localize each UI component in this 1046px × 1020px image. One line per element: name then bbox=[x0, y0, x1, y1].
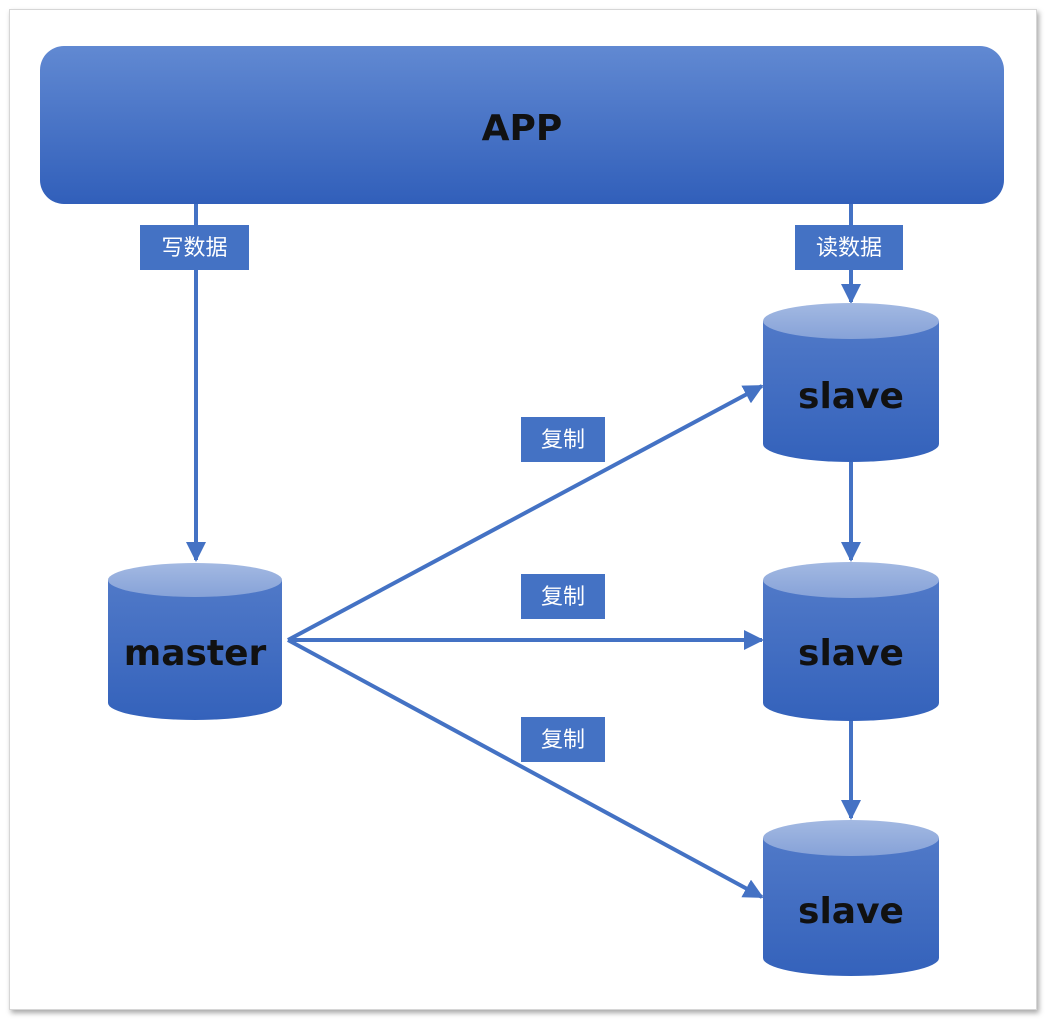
master-label: master bbox=[124, 633, 267, 674]
slave-label-1: slave bbox=[798, 376, 904, 417]
replicate-arrow-3 bbox=[287, 638, 764, 899]
replicate-tag-label-3: 复制 bbox=[541, 728, 585, 753]
master-node: master bbox=[108, 563, 282, 720]
replicate-tag-1: 复制 bbox=[521, 417, 605, 462]
write-tag: 写数据 bbox=[140, 225, 249, 270]
slave-label-3: slave bbox=[798, 891, 904, 932]
write-tag-label: 写数据 bbox=[161, 236, 227, 261]
read-tag: 读数据 bbox=[795, 225, 903, 270]
read-tag-label: 读数据 bbox=[816, 236, 882, 261]
replicate-tag-3: 复制 bbox=[521, 717, 605, 762]
replicate-arrow-1 bbox=[287, 384, 764, 642]
replicate-tag-label-2: 复制 bbox=[541, 585, 585, 610]
slave-label-2: slave bbox=[798, 633, 904, 674]
replicate-tag-label-1: 复制 bbox=[541, 428, 585, 453]
slave-node-2: slave bbox=[763, 562, 939, 721]
app-box: APP bbox=[40, 46, 1004, 204]
replicate-tag-2: 复制 bbox=[521, 574, 605, 619]
app-label: APP bbox=[482, 108, 563, 149]
slave-node-3: slave bbox=[763, 820, 939, 976]
slave-node-1: slave bbox=[763, 303, 939, 462]
